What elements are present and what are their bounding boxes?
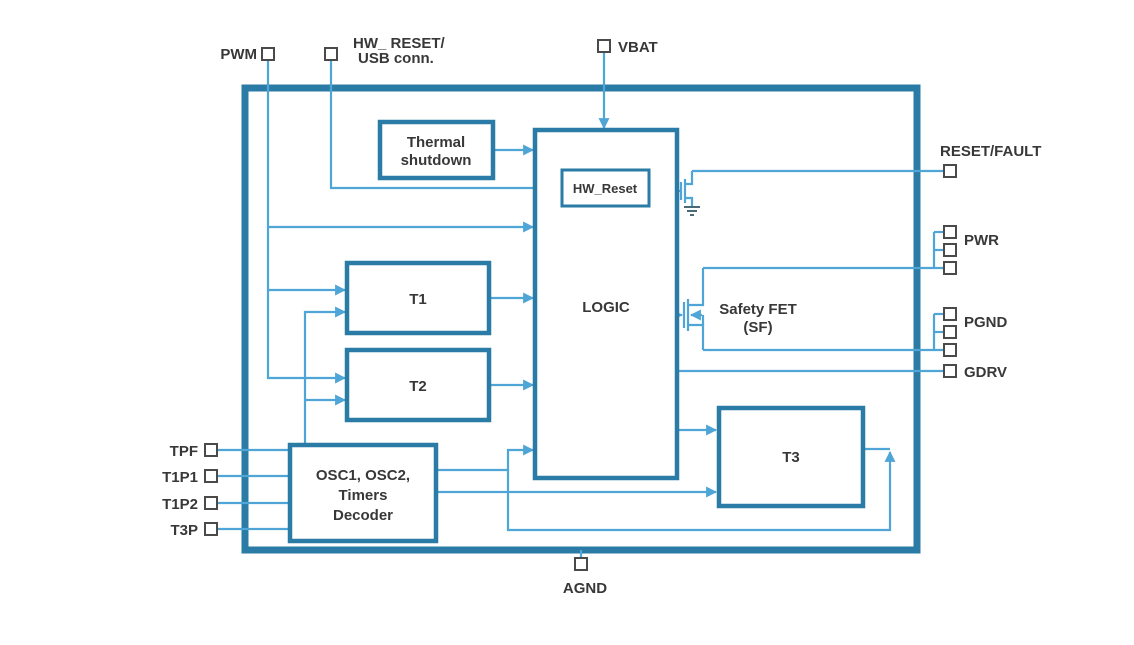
pin-tpf: TPF: [170, 443, 218, 460]
wire-pwm-to-t2: [266, 60, 347, 384]
pin-t3p-square: [204, 522, 218, 536]
pin-hw-reset-square: [324, 47, 338, 61]
pin-reset-fault-label: RESET/FAULT: [940, 143, 1041, 160]
pin-gdrv-label: GDRV: [964, 364, 1007, 381]
pin-vbat: VBAT: [597, 39, 658, 56]
pin-vbat-label: VBAT: [618, 39, 658, 56]
pin-pgnd-square-1: [943, 307, 957, 321]
pin-pwr-square-2: [943, 243, 957, 257]
block-t1: T1: [344, 260, 492, 336]
pin-vbat-square: [597, 39, 611, 53]
block-t2: T2: [344, 347, 492, 423]
pin-t1p2: T1P2: [162, 496, 218, 513]
pin-hw-reset-label-1: HW_ RESET/: [353, 35, 446, 52]
t3-box: [716, 405, 866, 509]
pin-t1p1-label: T1P1: [162, 469, 198, 486]
safety-fet-label-1: Safety FET: [719, 301, 797, 318]
mosfet-icon: [682, 268, 705, 350]
wires: [217, 52, 944, 558]
pin-pgnd-label: PGND: [964, 314, 1008, 331]
hw-reset-box: [560, 168, 651, 208]
pin-t1p2-square: [204, 496, 218, 510]
t2-box: [344, 347, 492, 423]
osc-label-3: Decoder: [333, 507, 393, 524]
t3-label: T3: [782, 449, 800, 466]
hw-reset-label: HW_Reset: [573, 181, 638, 196]
safety-fet-label: Safety FET (SF): [719, 301, 797, 336]
thermal-shutdown-label-2: shutdown: [401, 152, 472, 169]
osc-label-1: OSC1, OSC2,: [316, 467, 410, 484]
pin-reset-fault-square: [943, 164, 957, 178]
thermal-shutdown-box: [377, 119, 496, 181]
osc-label-2: Timers: [339, 487, 388, 504]
pin-pwr: PWR: [943, 225, 999, 275]
wire-hw-reset: [329, 60, 562, 194]
pin-t3p: T3P: [170, 522, 218, 539]
logic-label: LOGIC: [582, 299, 630, 316]
block-osc-timers-decoder: OSC1, OSC2, Timers Decoder: [287, 442, 439, 544]
pin-pwr-label: PWR: [964, 232, 999, 249]
pin-t1p2-label: T1P2: [162, 496, 198, 513]
pin-agnd-square: [574, 557, 588, 571]
pin-pgnd: PGND: [943, 307, 1008, 357]
pin-pgnd-square-3: [943, 343, 957, 357]
block-hw-reset: HW_Reset: [560, 168, 651, 208]
safety-fet-label-2: (SF): [743, 319, 772, 336]
pin-hw-reset-label-2: USB conn.: [358, 50, 434, 67]
thermal-shutdown-label-1: Thermal: [407, 134, 465, 151]
t2-label: T2: [409, 378, 427, 395]
pin-tpf-label: TPF: [170, 443, 198, 460]
pin-tpf-square: [204, 443, 218, 457]
wire-bottom-loop: [436, 450, 896, 532]
t1-box: [344, 260, 492, 336]
pin-gdrv-square: [943, 364, 957, 378]
wire-osc-to-logic: [506, 444, 535, 470]
t1-label: T1: [409, 291, 427, 308]
pin-pwr-square-3: [943, 261, 957, 275]
pin-gdrv: GDRV: [943, 364, 1007, 381]
pin-agnd-label: AGND: [563, 580, 607, 597]
pin-t1p1: T1P1: [162, 469, 218, 486]
pin-pwm-square: [261, 47, 275, 61]
block-t3: T3: [716, 405, 866, 509]
pin-t1p1-square: [204, 469, 218, 483]
pin-pwm-label: PWM: [220, 46, 257, 63]
pin-pwr-square-1: [943, 225, 957, 239]
pin-reset-fault: RESET/FAULT: [940, 143, 1041, 178]
pin-pgnd-square-2: [943, 325, 957, 339]
pin-hw-reset-usb: HW_ RESET/ USB conn.: [324, 35, 446, 67]
osc-box: [287, 442, 439, 544]
pin-agnd: AGND: [563, 557, 607, 597]
nmos-transistor-icon: [679, 171, 694, 206]
pin-t3p-label: T3P: [170, 522, 198, 539]
block-thermal-shutdown: Thermal shutdown: [377, 119, 496, 181]
ground-icon: [684, 206, 700, 216]
pin-pwm: PWM: [220, 46, 275, 63]
